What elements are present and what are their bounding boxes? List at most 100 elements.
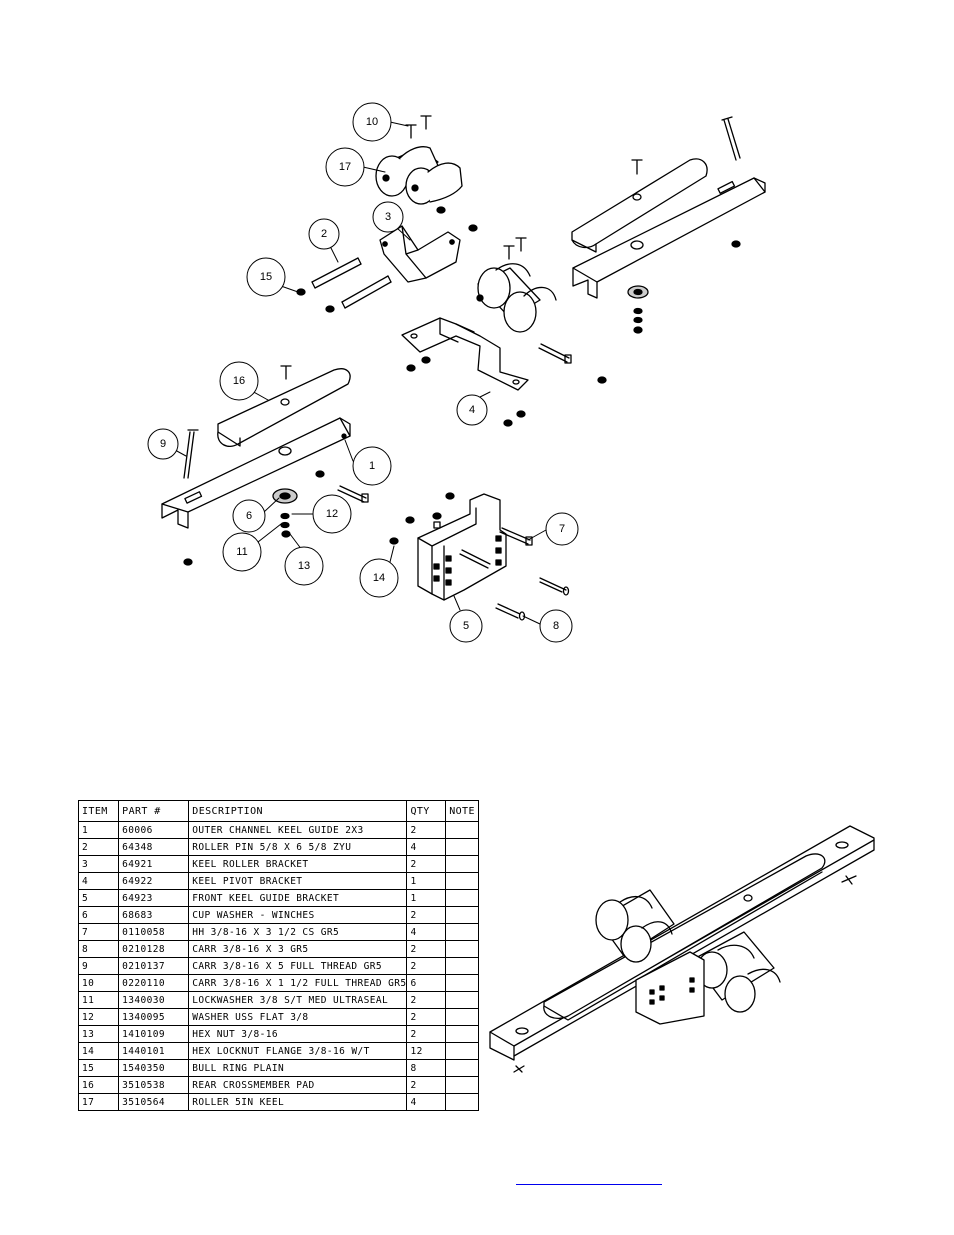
footer-hyperlink[interactable]	[516, 1170, 662, 1185]
callout-11: 11	[236, 546, 247, 558]
cell-part: 3510564	[118, 1093, 190, 1111]
cell-desc: REAR CROSSMEMBER PAD	[188, 1076, 408, 1094]
cell-desc: KEEL PIVOT BRACKET	[188, 872, 408, 890]
callout-3: 3	[385, 211, 391, 223]
cell-part: 0210128	[118, 940, 190, 958]
callout-13: 13	[298, 560, 310, 572]
header-part-number: PART #	[118, 800, 190, 822]
cell-item: 15	[77, 1059, 120, 1077]
cell-qty: 2	[406, 991, 447, 1009]
cell-item: 1	[77, 821, 120, 839]
hex-nuts	[183, 206, 741, 566]
callout-labels: 10 17 2 3 15 16 9 1 4 6 12 11 13 14 5 7 …	[160, 116, 565, 632]
cell-qty: 2	[406, 1008, 447, 1026]
cell-qty: 1	[406, 872, 447, 890]
cell-desc: CUP WASHER - WINCHES	[188, 906, 408, 924]
cell-note	[445, 991, 479, 1009]
hex-bolt-middle	[538, 343, 572, 364]
cup-washer-right	[627, 285, 649, 299]
cell-item: 6	[77, 906, 120, 924]
cell-desc: BULL RING PLAIN	[188, 1059, 408, 1077]
cell-qty: 2	[406, 940, 447, 958]
cell-desc: ROLLER PIN 5/8 X 6 5/8 ZYU	[188, 838, 408, 856]
callout-7: 7	[559, 523, 565, 535]
cell-item: 12	[77, 1008, 120, 1026]
cell-qty: 2	[406, 821, 447, 839]
leader-lines	[174, 121, 547, 625]
cell-part: 1410109	[118, 1025, 190, 1043]
cell-part: 0110058	[118, 923, 190, 941]
cell-item: 14	[77, 1042, 120, 1060]
outer-channel-left	[161, 417, 351, 529]
cell-qty: 12	[406, 1042, 447, 1060]
cell-item: 7	[77, 923, 120, 941]
cell-part: 60006	[118, 821, 190, 839]
cell-item: 4	[77, 872, 120, 890]
cell-item: 10	[77, 974, 120, 992]
header-description: DESCRIPTION	[188, 800, 408, 822]
cell-desc: CARR 3/8-16 X 1 1/2 FULL THREAD GR5	[188, 974, 408, 992]
header-item: ITEM	[77, 800, 120, 822]
cell-part: 64922	[118, 872, 190, 890]
front-keel-guide-bracket	[417, 493, 507, 601]
cell-qty: 2	[406, 855, 447, 873]
cell-part: 64923	[118, 889, 190, 907]
cell-qty: 1	[406, 889, 447, 907]
cell-part: 1540350	[118, 1059, 190, 1077]
cell-desc: LOCKWASHER 3/8 S/T MED ULTRASEAL	[188, 991, 408, 1009]
cell-desc: WASHER USS FLAT 3/8	[188, 1008, 408, 1026]
cell-note	[445, 923, 479, 941]
cell-item: 16	[77, 1076, 120, 1094]
header-note: NOTE	[445, 800, 479, 822]
callout-17: 17	[339, 161, 351, 173]
cell-desc: OUTER CHANNEL KEEL GUIDE 2X3	[188, 821, 408, 839]
cell-desc: KEEL ROLLER BRACKET	[188, 855, 408, 873]
cell-part: 3510538	[118, 1076, 190, 1094]
cell-part: 1440101	[118, 1042, 190, 1060]
cell-part: 0210137	[118, 957, 190, 975]
callout-15: 15	[260, 271, 272, 283]
carriage-bolts-10	[280, 115, 643, 380]
header-qty: QTY	[406, 800, 447, 822]
cell-qty: 6	[406, 974, 447, 992]
cell-qty: 4	[406, 923, 447, 941]
cell-note	[445, 1059, 479, 1077]
cell-qty: 8	[406, 1059, 447, 1077]
cell-part: 68683	[118, 906, 190, 924]
cell-qty: 4	[406, 1093, 447, 1111]
callout-1: 1	[369, 460, 375, 472]
bolts-near-front-bracket	[459, 527, 570, 621]
cell-note	[445, 1008, 479, 1026]
cell-note	[445, 1093, 479, 1111]
cell-item: 17	[77, 1093, 120, 1111]
callout-8: 8	[553, 620, 559, 632]
callout-circles	[147, 102, 579, 643]
cell-note	[445, 1025, 479, 1043]
cell-note	[445, 1076, 479, 1094]
cell-part: 64348	[118, 838, 190, 856]
cell-desc: HEX LOCKNUT FLANGE 3/8-16 W/T	[188, 1042, 408, 1060]
crossmember-pad-left	[217, 368, 351, 447]
callout-2: 2	[321, 228, 327, 240]
cell-note	[445, 855, 479, 873]
cup-washer-left	[272, 488, 298, 504]
cell-item: 2	[77, 838, 120, 856]
cell-note	[445, 906, 479, 924]
callout-12: 12	[326, 508, 338, 520]
cell-desc: HEX NUT 3/8-16	[188, 1025, 408, 1043]
cell-item: 13	[77, 1025, 120, 1043]
cell-item: 5	[77, 889, 120, 907]
callout-9: 9	[160, 438, 166, 450]
